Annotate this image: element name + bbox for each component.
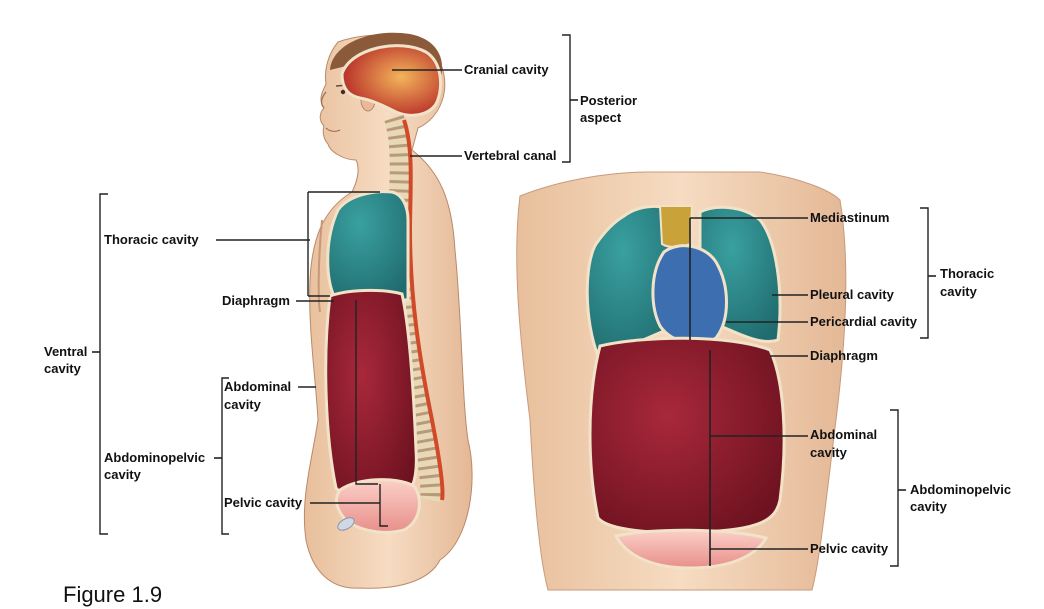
abdominopelvic-side-label-line2: cavity [104, 467, 141, 483]
abdominal-cavity-side-label-line2: cavity [224, 397, 261, 413]
posterior-aspect-label-line2: aspect [580, 110, 621, 126]
diaphragm-side-label: Diaphragm [222, 293, 290, 309]
front-view-body [517, 172, 846, 590]
mediastinum-label: Mediastinum [810, 210, 889, 226]
pericardial-cavity-label: Pericardial cavity [810, 314, 917, 330]
vertebral-canal-label: Vertebral canal [464, 148, 557, 164]
pelvic-cavity-front-label: Pelvic cavity [810, 541, 888, 557]
thoracic-cavity-front-label-line1: Thoracic [940, 266, 994, 282]
abdominopelvic-front-label-line1: Abdominopelvic [910, 482, 1011, 498]
abdominal-cavity-side-label-line1: Abdominal [224, 379, 291, 395]
abdominopelvic-side-label-line1: Abdominopelvic [104, 450, 205, 466]
pelvic-cavity-side-label: Pelvic cavity [224, 495, 302, 511]
cranial-cavity-label: Cranial cavity [464, 62, 549, 78]
pleural-cavity-label: Pleural cavity [810, 287, 894, 303]
ventral-cavity-label-line2: cavity [44, 361, 81, 377]
abdominopelvic-front-label-line2: cavity [910, 499, 947, 515]
abdominal-cavity-front-label-line1: Abdominal [810, 427, 877, 443]
posterior-aspect-label-line1: Posterior [580, 93, 637, 109]
abdominal-cavity-front-label-line2: cavity [810, 445, 847, 461]
thoracic-cavity-front-label-line2: cavity [940, 284, 977, 300]
side-view-body [304, 33, 472, 589]
ventral-cavity-label-line1: Ventral [44, 344, 87, 360]
diaphragm-front-label: Diaphragm [810, 348, 878, 364]
thoracic-cavity-side-label: Thoracic cavity [104, 232, 199, 248]
figure-caption: Figure 1.9 [63, 582, 162, 608]
